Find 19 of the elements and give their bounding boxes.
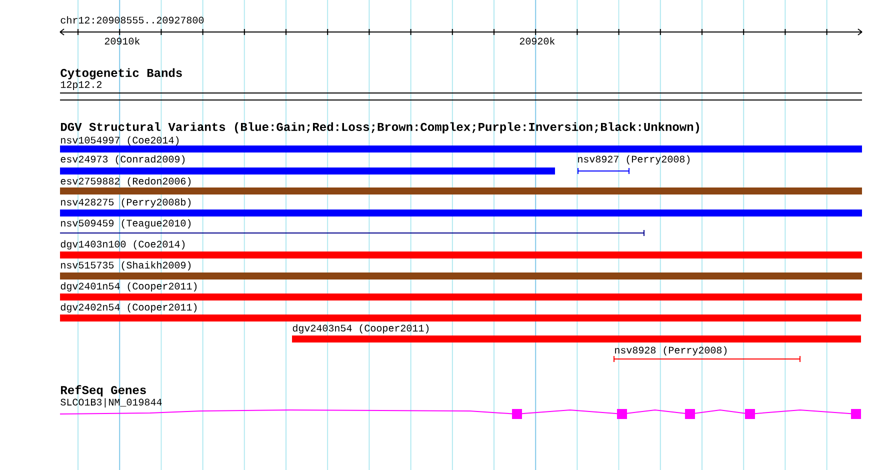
track-title: Cytogenetic Bands [60, 68, 182, 80]
feature-label: nsv428275 (Perry2008b) [61, 198, 191, 208]
axis-label: chr12:20908555..20927800 [60, 16, 204, 24]
track-title: DGV Structural Variants (Blue:Gain;Red:Loss;Brown:Complex;Purple:Inversion;Black:Unknown) [61, 122, 699, 134]
feature-label: SLCO1B3|NM_019844 [60, 398, 162, 408]
feature-label: esv2759882 (Redon2006) [60, 177, 191, 186]
feature-label: dgv2402n54 (Cooper2011) [60, 303, 197, 312]
feature-label: nsv515735 (Shaikh2009) [61, 261, 191, 270]
feature-label: dgv1403n100 (Coe2014) [60, 240, 185, 250]
feature-label: nsv509459 (Teague2010) [61, 219, 191, 228]
tick-label: 20920k [520, 37, 555, 45]
band-label: 12p12.2 [60, 81, 102, 90]
feature-label: dgv2403n54 (Cooper2011) [292, 324, 429, 334]
feature-label: nsv8927 (Perry2008) [578, 155, 690, 164]
feature-label: nsv1054997 (Coe2014) [61, 136, 179, 146]
tick-label: 20910k [104, 37, 140, 45]
feature-label: nsv8928 (Perry2008) [615, 346, 727, 356]
feature-label: dgv2401n54 (Cooper2011) [60, 282, 197, 292]
feature-label: esv24973 (Conrad2009) [60, 155, 185, 164]
